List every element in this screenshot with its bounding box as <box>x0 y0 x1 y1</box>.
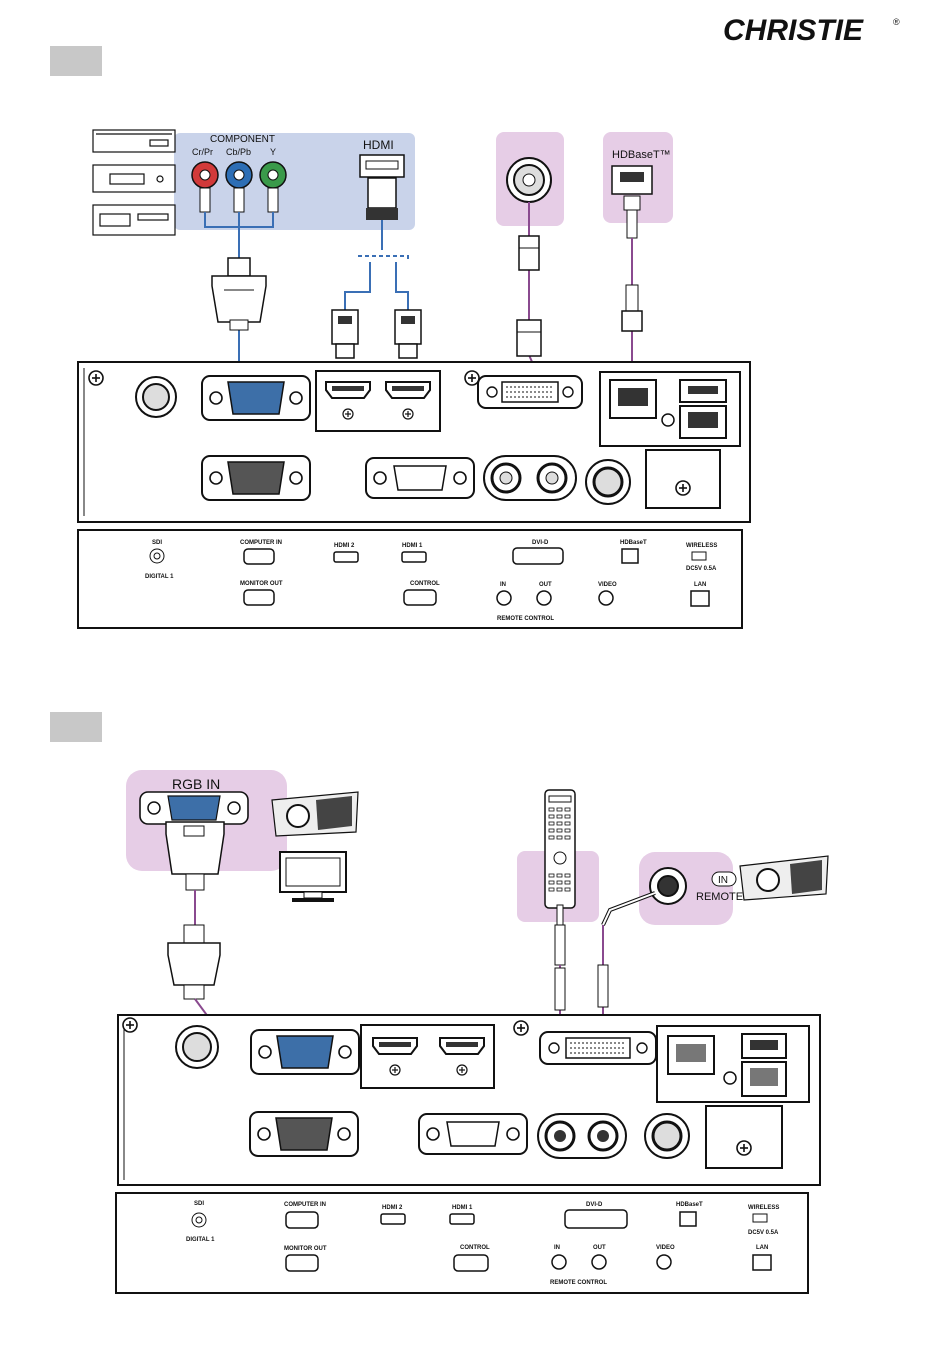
section-tab-2 <box>50 712 102 742</box>
diagram-2: RGB IN <box>115 770 829 1294</box>
rj45-plug <box>621 284 643 332</box>
strip2-video: VIDEO <box>656 1245 675 1251</box>
brand-logo: CHRISTIE <box>723 14 864 47</box>
projector-icon-left <box>271 791 359 837</box>
strip1-dvid: DVI-D <box>532 540 549 546</box>
strip2-digital1: DIGITAL 1 <box>186 1237 215 1243</box>
remote-label: REMOTE <box>696 891 743 903</box>
strip1-lan: LAN <box>694 582 706 588</box>
strip1-remote-control: REMOTE CONTROL <box>497 616 554 622</box>
port-label-strip-2: SDI DIGITAL 1 COMPUTER IN MONITOR OUT HD… <box>115 1192 809 1294</box>
strip2-sdi: SDI <box>194 1201 204 1207</box>
strip2-hdbaset: HDBaseT <box>676 1202 703 1208</box>
port-label-strip-1: SDI DIGITAL 1 COMPUTER IN MONITOR OUT HD… <box>77 529 743 629</box>
monitor-icon <box>279 851 347 902</box>
strip1-sdi: SDI <box>152 540 162 546</box>
diagram-1: COMPONENT Cr/Pr Cb/Pb Y HDMI <box>77 129 751 629</box>
projector-rear-panel-2 <box>117 1014 821 1186</box>
monitor-out-port <box>201 455 311 501</box>
component-label: COMPONENT <box>210 134 275 145</box>
rca-plug-blue <box>225 161 253 213</box>
brand-registered-mark: ® <box>893 17 900 27</box>
y-label: Y <box>270 147 276 157</box>
computer-in-port-2 <box>250 1029 360 1075</box>
section-tab-1 <box>50 46 102 76</box>
rj45-source-connector <box>611 165 653 239</box>
control-port <box>365 457 475 499</box>
dvi-port <box>477 375 583 409</box>
strip1-out: OUT <box>539 582 552 588</box>
lan-port <box>679 405 727 439</box>
strip1-wireless: WIRELESS <box>686 543 717 549</box>
strip2-in: IN <box>554 1245 560 1251</box>
hdmi-plug-a <box>331 309 359 359</box>
strip1-digital1: DIGITAL 1 <box>145 574 174 580</box>
strip1-hdmi1: HDMI 1 <box>402 543 423 549</box>
strip2-dvid: DVI-D <box>586 1202 603 1208</box>
strip1-hdbaset: HDBaseT <box>620 540 647 546</box>
strip2-lan: LAN <box>756 1245 768 1251</box>
strip2-wireless: WIRELESS <box>748 1205 779 1211</box>
rgb-in-port <box>139 791 249 825</box>
strip1-video: VIDEO <box>598 582 617 588</box>
dvi-port-2 <box>539 1031 657 1065</box>
strip2-monitor-out: MONITOR OUT <box>284 1246 327 1252</box>
bnc-plug <box>516 235 542 357</box>
rgb-in-label: RGB IN <box>172 776 220 792</box>
computer-in-port <box>201 375 311 421</box>
hdmi-source-label: HDMI <box>363 138 394 152</box>
hdmi-plug-b <box>394 309 422 359</box>
strip2-hdmi1: HDMI 1 <box>452 1205 473 1211</box>
cr-pr-label: Cr/Pr <box>192 147 213 157</box>
rca-plug-red <box>191 161 219 213</box>
projector-rear-panel-1 <box>77 361 751 523</box>
strip2-control: CONTROL <box>460 1245 490 1251</box>
projector-icon-right <box>739 855 829 901</box>
strip1-control: CONTROL <box>410 581 440 587</box>
rca-plug-green <box>259 161 287 213</box>
remote-buttons <box>548 807 571 892</box>
strip1-in: IN <box>500 582 506 588</box>
strip2-computer-in: COMPUTER IN <box>284 1202 326 1208</box>
rgb-cable-connector-bottom <box>167 924 221 1000</box>
rgb-cable-connector-top <box>165 821 225 891</box>
hdmi-source-connector <box>359 154 405 220</box>
bnc-source-jack <box>506 157 552 203</box>
cb-pb-label: Cb/Pb <box>226 147 251 157</box>
in-label: IN <box>718 875 728 886</box>
video-device-icons <box>92 129 176 236</box>
strip2-hdmi2: HDMI 2 <box>382 1205 403 1211</box>
hdmi-bay <box>315 370 441 432</box>
dsub-cable-connector <box>211 257 267 331</box>
hdbaset-port <box>609 379 657 419</box>
in-badge <box>711 871 737 887</box>
strip2-out: OUT <box>593 1245 606 1251</box>
strip1-hdmi2: HDMI 2 <box>334 543 355 549</box>
strip1-computer-in: COMPUTER IN <box>240 540 282 546</box>
strip1-monitor-out: MONITOR OUT <box>240 581 283 587</box>
hdbaset-source-label: HDBaseT™ <box>612 149 671 161</box>
wireless-bay-cover <box>645 449 721 509</box>
control-port-2 <box>418 1113 528 1155</box>
monitor-out-port-2 <box>249 1111 359 1157</box>
strip2-dc: DC5V 0.5A <box>748 1230 779 1236</box>
strip1-dc: DC5V 0.5A <box>686 566 717 572</box>
strip2-remote-control: REMOTE CONTROL <box>550 1280 607 1286</box>
